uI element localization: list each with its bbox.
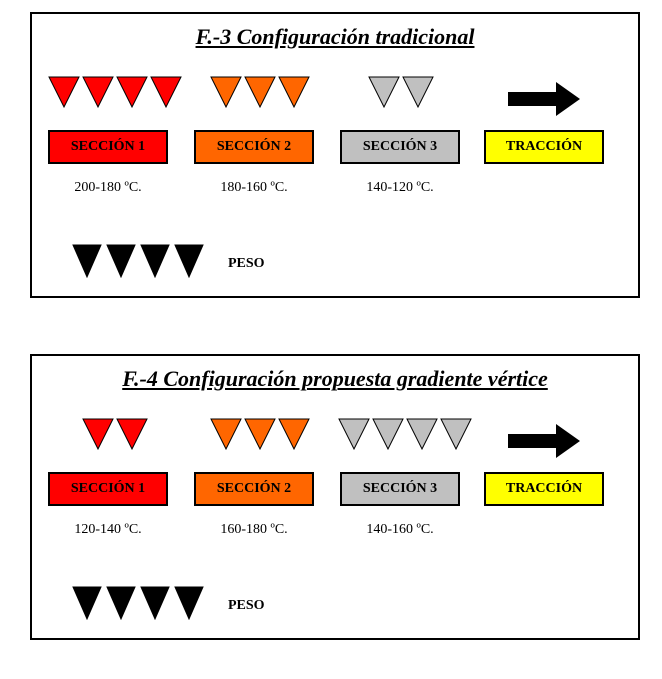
down-triangle-icon — [210, 418, 242, 450]
section-3-box: SECCIÓN 3 — [340, 472, 460, 506]
heater-row-section-1 — [82, 418, 150, 450]
heater-row-section-2 — [210, 418, 312, 450]
section-2-box: SECCIÓN 2 — [194, 472, 314, 506]
weight-label: PESO — [228, 256, 265, 271]
weight-triangle-icon — [174, 244, 204, 278]
weight-triangle-icon — [106, 586, 136, 620]
down-triangle-icon — [278, 76, 310, 108]
down-triangle-icon — [82, 76, 114, 108]
section-1-temperature: 200-180 ºC. — [74, 180, 142, 195]
right-arrow-icon — [508, 424, 580, 458]
right-arrow-icon — [508, 82, 580, 116]
panel-title: F.-3 Configuración tradicional — [195, 24, 475, 49]
weight-triangle-icon — [140, 586, 170, 620]
traction-box: TRACCIÓN — [484, 472, 604, 506]
down-triangle-icon — [338, 418, 370, 450]
down-triangle-icon — [372, 418, 404, 450]
down-triangle-icon — [244, 418, 276, 450]
diagram-panel-f4: F.-4 Configuración propuesta gradiente v… — [30, 354, 640, 640]
down-triangle-icon — [244, 76, 276, 108]
section-3-box: SECCIÓN 3 — [340, 130, 460, 164]
diagram-panel-f3: F.-3 Configuración tradicional SECCIÓN 1… — [30, 12, 640, 298]
down-triangle-icon — [210, 76, 242, 108]
down-triangle-icon — [48, 76, 80, 108]
section-2-box: SECCIÓN 2 — [194, 130, 314, 164]
section-2-temperature: 160-180 ºC. — [220, 522, 288, 537]
down-triangle-icon — [278, 418, 310, 450]
heater-row-section-3 — [338, 418, 474, 450]
section-3-temperature: 140-120 ºC. — [366, 180, 434, 195]
down-triangle-icon — [116, 76, 148, 108]
panel-title: F.-4 Configuración propuesta gradiente v… — [122, 366, 548, 391]
traction-box: TRACCIÓN — [484, 130, 604, 164]
down-triangle-icon — [82, 418, 114, 450]
down-triangle-icon — [440, 418, 472, 450]
section-3-temperature: 140-160 ºC. — [366, 522, 434, 537]
weight-row — [72, 244, 208, 278]
weight-triangle-icon — [106, 244, 136, 278]
heater-row-section-2 — [210, 76, 312, 108]
heater-row-section-3 — [368, 76, 436, 108]
weight-triangle-icon — [72, 244, 102, 278]
weight-label: PESO — [228, 598, 265, 613]
down-triangle-icon — [368, 76, 400, 108]
weight-triangle-icon — [174, 586, 204, 620]
heater-row-section-1 — [48, 76, 184, 108]
down-triangle-icon — [402, 76, 434, 108]
weight-row — [72, 586, 208, 620]
section-1-temperature: 120-140 ºC. — [74, 522, 142, 537]
weight-triangle-icon — [72, 586, 102, 620]
section-1-box: SECCIÓN 1 — [48, 472, 168, 506]
down-triangle-icon — [116, 418, 148, 450]
down-triangle-icon — [406, 418, 438, 450]
down-triangle-icon — [150, 76, 182, 108]
section-2-temperature: 180-160 ºC. — [220, 180, 288, 195]
weight-triangle-icon — [140, 244, 170, 278]
section-1-box: SECCIÓN 1 — [48, 130, 168, 164]
